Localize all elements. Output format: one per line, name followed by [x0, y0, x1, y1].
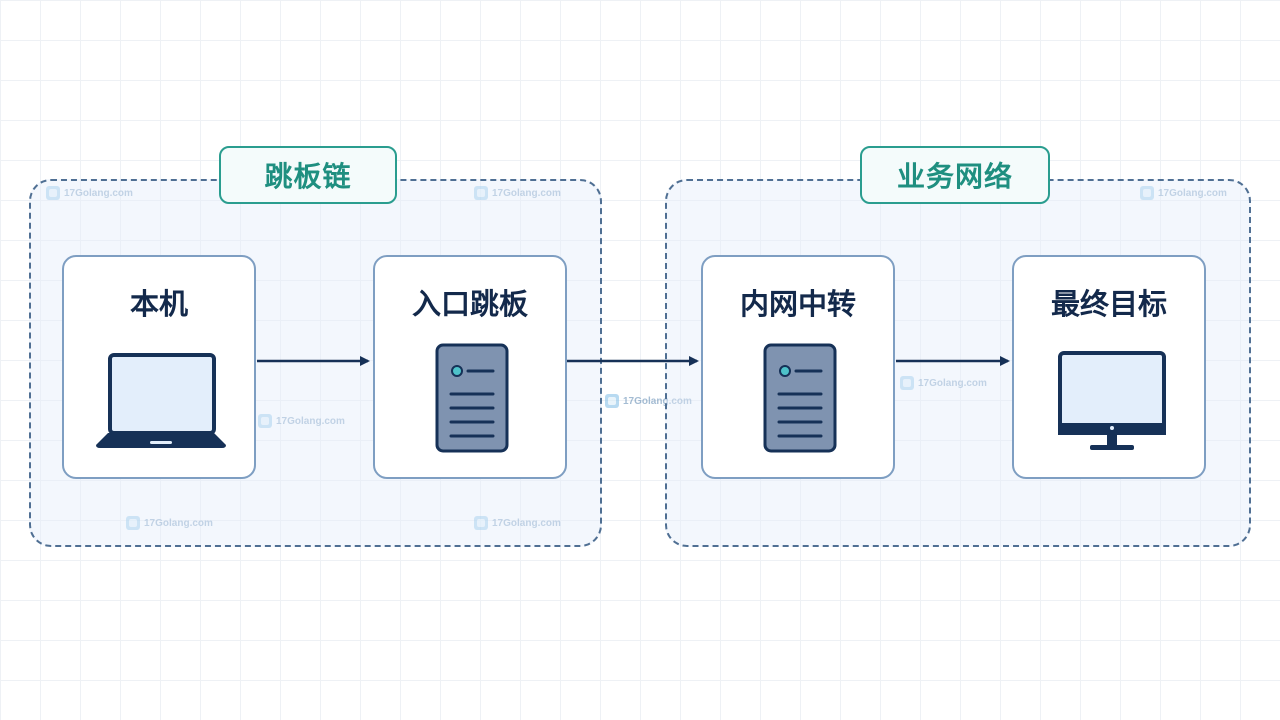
watermark-text: 17Golang.com — [492, 187, 561, 199]
node-target[interactable]: 最终目标 — [1012, 255, 1206, 479]
watermark: 17Golang.com — [474, 186, 561, 200]
watermark-logo-icon — [1140, 186, 1154, 200]
watermark: 17Golang.com — [126, 516, 213, 530]
watermark: 17Golang.com — [258, 414, 345, 428]
watermark-text: 17Golang.com — [492, 517, 561, 529]
node-local[interactable]: 本机 — [62, 255, 256, 479]
watermark-text: 17Golang.com — [918, 377, 987, 389]
watermark-logo-icon — [474, 516, 488, 530]
group-label-business-network: 业务网络 — [860, 146, 1050, 204]
server-icon — [763, 343, 837, 453]
server-icon — [435, 343, 509, 453]
watermark-text: 17Golang.com — [623, 395, 692, 407]
group-label-jump-chain: 跳板链 — [219, 146, 397, 204]
watermark-logo-icon — [126, 516, 140, 530]
watermark: 17Golang.com — [900, 376, 987, 390]
node-title: 入口跳板 — [411, 287, 528, 321]
watermark: 17Golang.com — [1140, 186, 1227, 200]
watermark-logo-icon — [900, 376, 914, 390]
node-relay[interactable]: 内网中转 — [701, 255, 895, 479]
watermark-text: 17Golang.com — [144, 517, 213, 529]
node-title: 内网中转 — [739, 287, 856, 321]
watermark-text: 17Golang.com — [64, 187, 133, 199]
watermark-logo-icon — [605, 394, 619, 408]
node-title: 最终目标 — [1050, 287, 1167, 321]
laptop-icon — [96, 353, 226, 448]
watermark-text: 17Golang.com — [1158, 187, 1227, 199]
monitor-icon — [1058, 351, 1166, 450]
watermark-logo-icon — [474, 186, 488, 200]
watermark: 17Golang.com — [605, 394, 692, 408]
watermark-logo-icon — [258, 414, 272, 428]
node-title: 本机 — [129, 287, 188, 321]
node-entry[interactable]: 入口跳板 — [373, 255, 567, 479]
watermark-text: 17Golang.com — [276, 415, 345, 427]
watermark: 17Golang.com — [474, 516, 561, 530]
